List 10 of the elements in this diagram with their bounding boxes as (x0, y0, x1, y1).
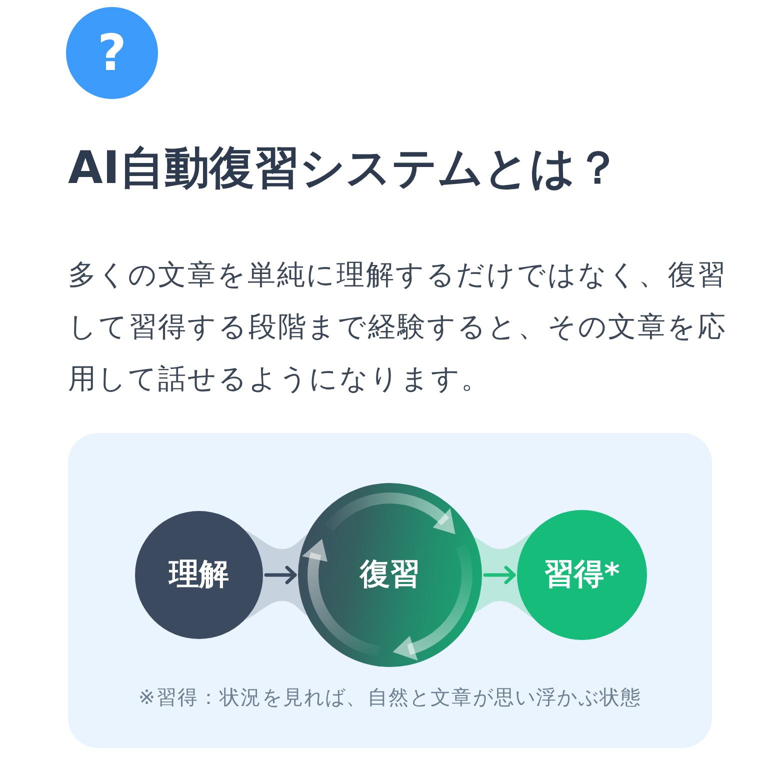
footnote: ※習得：状況を見れば、自然と文章が思い浮かぶ状態 (138, 684, 642, 710)
step-label: 理解 (169, 557, 229, 593)
arrow (483, 566, 516, 584)
title: AI自動復習システムとは？ (68, 141, 621, 195)
arrow (264, 566, 297, 584)
description: 多くの文章を単純に理解するだけではなく、復習して習得する段階まで経験すると、その文章を応用して話せるようになります。 (68, 257, 728, 397)
step-label: 復習 (360, 557, 420, 593)
step-label: 習得* (544, 557, 620, 593)
panel (68, 433, 712, 748)
question-mark-circle: ? (66, 7, 158, 99)
